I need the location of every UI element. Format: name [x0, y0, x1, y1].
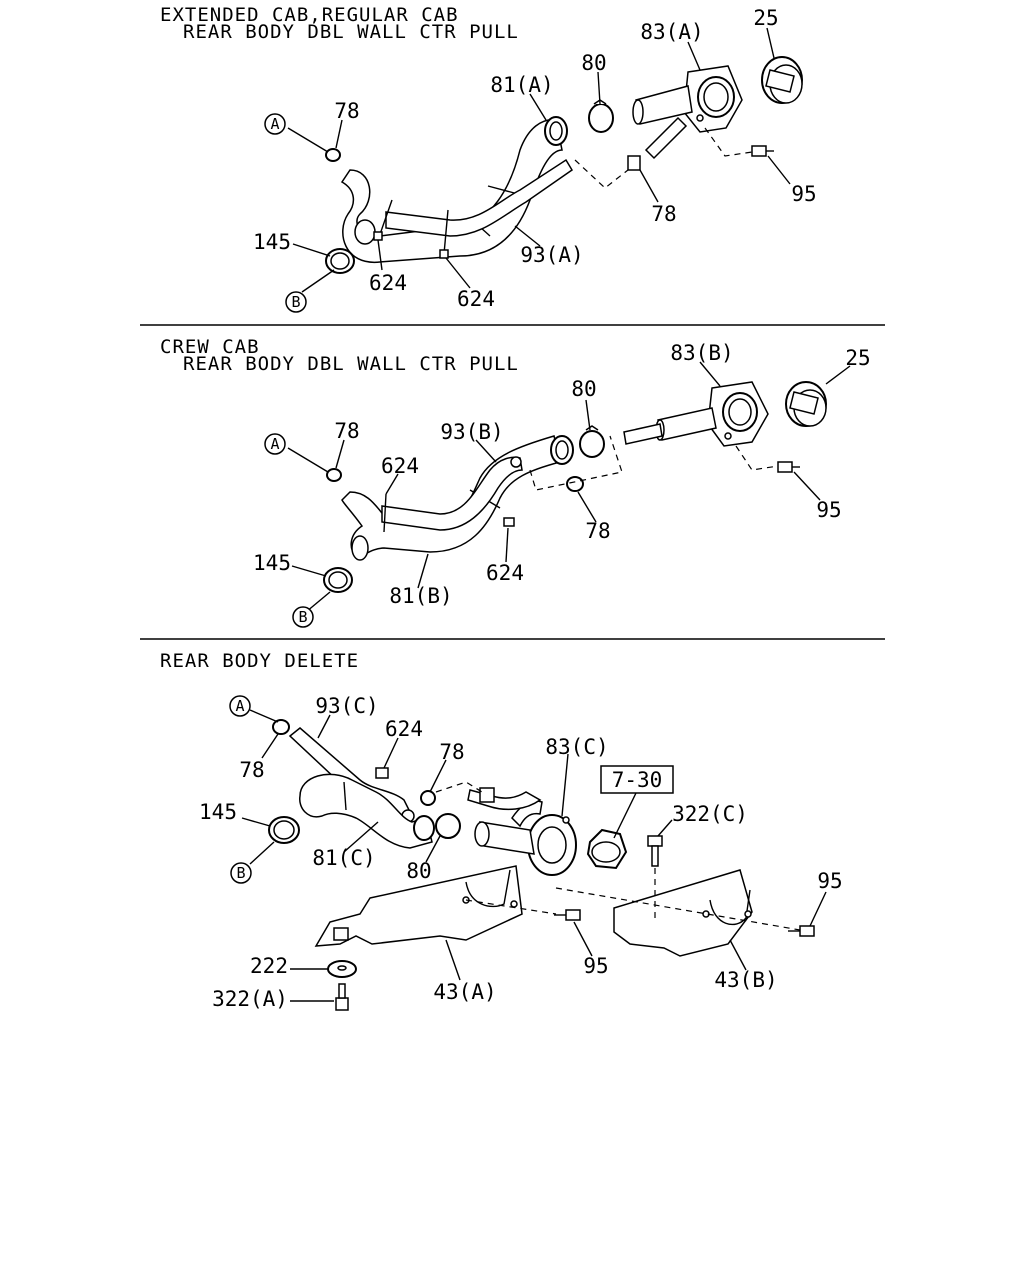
callout-624-right: 624	[457, 287, 495, 311]
callout-322c: 322(C)	[672, 802, 748, 826]
callout-95-right: 95	[817, 869, 842, 893]
bolt-322a	[335, 983, 349, 1011]
callout-81a: 81(A)	[490, 73, 553, 97]
ref-b-label: B	[291, 293, 300, 311]
ref-circle-a	[229, 695, 251, 717]
callout-81b: 81(B)	[389, 584, 452, 608]
section-subtitle: REAR BODY DBL WALL CTR PULL	[183, 21, 519, 43]
callout-43a: 43(A)	[433, 980, 496, 1004]
callout-83a: 83(A)	[640, 20, 703, 44]
ref-a-label: A	[270, 435, 279, 453]
callout-81c: 81(C)	[312, 846, 375, 870]
callout-624-left: 624	[369, 271, 407, 295]
clamp-78-lower	[566, 476, 584, 492]
clamp-78-upper	[326, 468, 342, 482]
ref-circle-b	[292, 606, 314, 628]
callout-95: 95	[816, 498, 841, 522]
clamp-78-upper	[325, 148, 341, 162]
callout-93b: 93(B)	[440, 420, 503, 444]
screw-95-right	[788, 925, 815, 937]
ref-a-label: A	[235, 697, 244, 715]
callout-43b: 43(B)	[714, 968, 777, 992]
clamp-145	[325, 248, 355, 274]
callout-95: 95	[791, 182, 816, 206]
filler-neck-83c	[474, 800, 577, 876]
callout-78-upper: 78	[334, 419, 359, 443]
section-crew-cab: CREW CAB REAR BODY DBL WALL CTR PULL	[160, 336, 871, 628]
callout-80: 80	[571, 377, 596, 401]
clamp-80	[435, 813, 461, 839]
nut-bracket	[333, 927, 349, 941]
screw-95	[777, 461, 800, 473]
filler-hose-81b	[341, 435, 574, 561]
ref-a-label: A	[270, 115, 279, 133]
callout-222: 222	[250, 954, 288, 978]
ref-circle-a	[264, 433, 286, 455]
screw-95	[751, 145, 774, 157]
clamp-145	[323, 567, 353, 593]
callout-624-lower: 624	[486, 561, 524, 585]
reference-box-7-30: 7-30	[600, 765, 674, 794]
reference-label: 7-30	[612, 768, 663, 792]
callout-93a: 93(A)	[520, 243, 583, 267]
callout-78-right: 78	[439, 740, 464, 764]
callout-145: 145	[253, 230, 291, 254]
clamp-78-right	[420, 790, 436, 806]
callout-83b: 83(B)	[670, 341, 733, 365]
section-subtitle: REAR BODY DBL WALL CTR PULL	[183, 353, 519, 375]
callout-95-left: 95	[583, 954, 608, 978]
filler-hose-81a	[340, 116, 568, 263]
callout-25: 25	[753, 6, 778, 30]
clip-624	[375, 767, 389, 779]
callout-78-lower: 78	[585, 519, 610, 543]
callout-322a: 322(A)	[212, 987, 288, 1011]
clamp-78-left	[272, 719, 290, 735]
vent-tube-93a	[373, 158, 574, 259]
section-title: REAR BODY DELETE	[160, 650, 359, 672]
hose-clamp-80	[588, 99, 614, 133]
fuel-cap	[586, 828, 628, 870]
bracket-43b	[613, 869, 753, 957]
ref-b-label: B	[236, 864, 245, 882]
bracket-43a	[314, 865, 523, 947]
callout-78-upper: 78	[334, 99, 359, 123]
callout-145: 145	[199, 800, 237, 824]
section-rear-body-delete: REAR BODY DELETE	[160, 650, 843, 1011]
callout-80: 80	[406, 859, 431, 883]
callout-145: 145	[253, 551, 291, 575]
callout-78-lower: 78	[651, 202, 676, 226]
bolt-322c	[647, 835, 663, 867]
clamp-145	[268, 816, 300, 844]
callout-624-upper: 624	[381, 454, 419, 478]
ref-circle-b	[230, 862, 252, 884]
section-extended-regular-cab: EXTENDED CAB,REGULAR CAB REAR BODY DBL W…	[160, 4, 817, 313]
filler-hose-81c	[299, 773, 435, 849]
fuel-cap-25	[761, 56, 803, 104]
fuel-cap-25	[785, 381, 827, 427]
section-title: EXTENDED CAB,REGULAR CAB	[160, 4, 459, 26]
callout-93c: 93(C)	[315, 694, 378, 718]
callout-83c: 83(C)	[545, 735, 608, 759]
callout-25: 25	[845, 346, 870, 370]
washer-222	[327, 960, 357, 978]
filler-neck-83a	[632, 65, 743, 160]
ref-circle-a	[264, 113, 286, 135]
callout-78-left: 78	[239, 758, 264, 782]
section-title: CREW CAB	[160, 336, 260, 358]
filler-neck-83b	[623, 381, 769, 447]
hose-clamp-80	[579, 425, 605, 458]
callout-624: 624	[385, 717, 423, 741]
clamp-78-lower	[627, 155, 641, 171]
ref-b-label: B	[298, 608, 307, 626]
ref-circle-b	[285, 291, 307, 313]
vent-hose	[467, 787, 542, 811]
vent-tube-93b	[381, 456, 523, 533]
callout-80: 80	[581, 51, 606, 75]
screw-95-left	[554, 909, 581, 921]
